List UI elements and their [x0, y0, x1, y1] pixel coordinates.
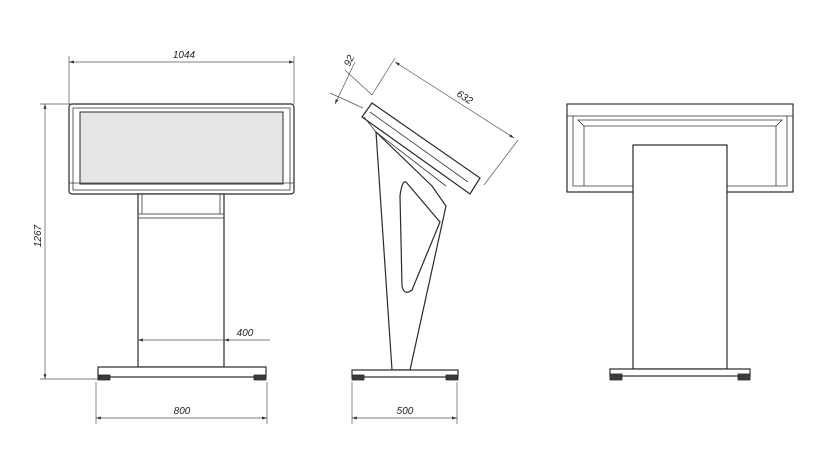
dim-front-height-label: 1267: [33, 224, 44, 247]
side-base-plate: [351, 369, 459, 378]
dim-front-column: 400: [138, 328, 270, 340]
dim-front-height: 1267: [33, 103, 98, 380]
rear-foot-left: [609, 373, 623, 381]
rear-view: [566, 103, 794, 381]
side-foot-right: [445, 374, 459, 381]
side-view: 92 632 500: [329, 53, 519, 424]
rear-foot-right: [737, 373, 751, 381]
front-foot-right: [253, 374, 267, 381]
dim-side-depth-label: 92: [342, 53, 357, 68]
dim-side-length-label: 632: [454, 89, 474, 108]
rear-column: [632, 144, 728, 370]
side-foot-left: [351, 374, 365, 381]
dim-front-column-label: 400: [237, 328, 254, 339]
dim-front-base: 800: [95, 382, 268, 424]
side-cutout: [399, 181, 441, 293]
dim-side-base-label: 500: [397, 406, 414, 417]
dim-front-base-label: 800: [174, 406, 191, 417]
dim-front-width-label: 1044: [173, 50, 196, 61]
front-base-plate: [97, 366, 267, 378]
dim-front-width: 1044: [68, 50, 295, 104]
front-column: [137, 193, 225, 368]
front-foot-left: [97, 374, 111, 381]
dim-side-base: 500: [351, 382, 458, 424]
rear-base-plate: [609, 368, 751, 377]
dim-side-depth: 92: [329, 53, 373, 109]
front-display-bezel: [72, 107, 291, 191]
front-display-screen: [79, 111, 284, 185]
front-view: 1044 1267 400: [33, 50, 295, 424]
